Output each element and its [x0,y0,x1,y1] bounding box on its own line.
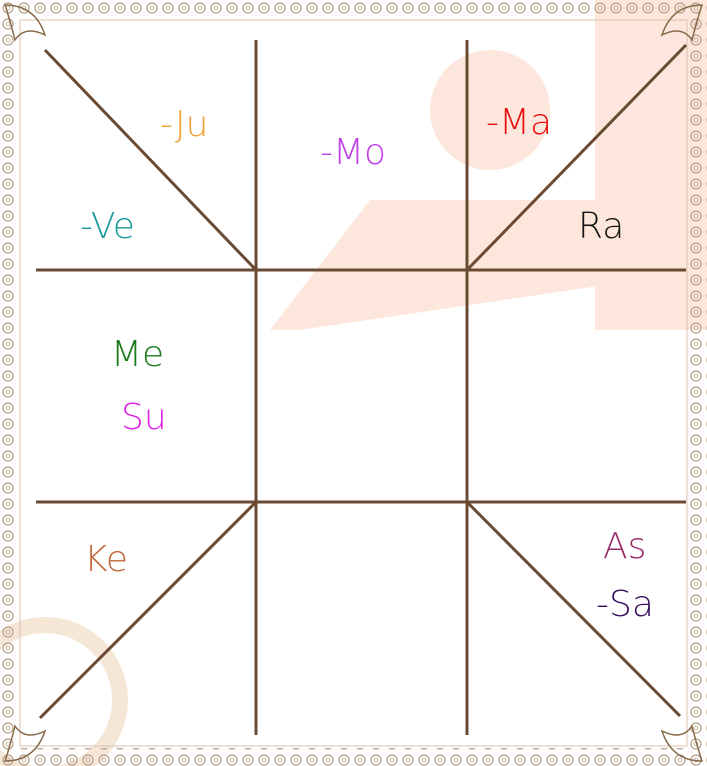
planet-me: Me [111,334,164,375]
planet-as: As [603,526,646,567]
planet-ke: Ke [84,539,128,580]
diagonal-bottom-left [40,502,256,718]
planet-ju: -Ju [160,104,208,145]
diagonal-top-left [45,50,256,270]
planet-ra: Ra [578,206,624,247]
planet-su: Su [121,397,167,438]
planet-mo: -Mo [320,132,386,173]
planet-labels: -Ju -Mo -Ma -Ve Ra Me Su Ke As -Sa [80,102,654,625]
planet-ve: -Ve [80,206,135,247]
planet-sa: -Sa [596,584,654,625]
planet-ma: -Ma [486,102,552,143]
